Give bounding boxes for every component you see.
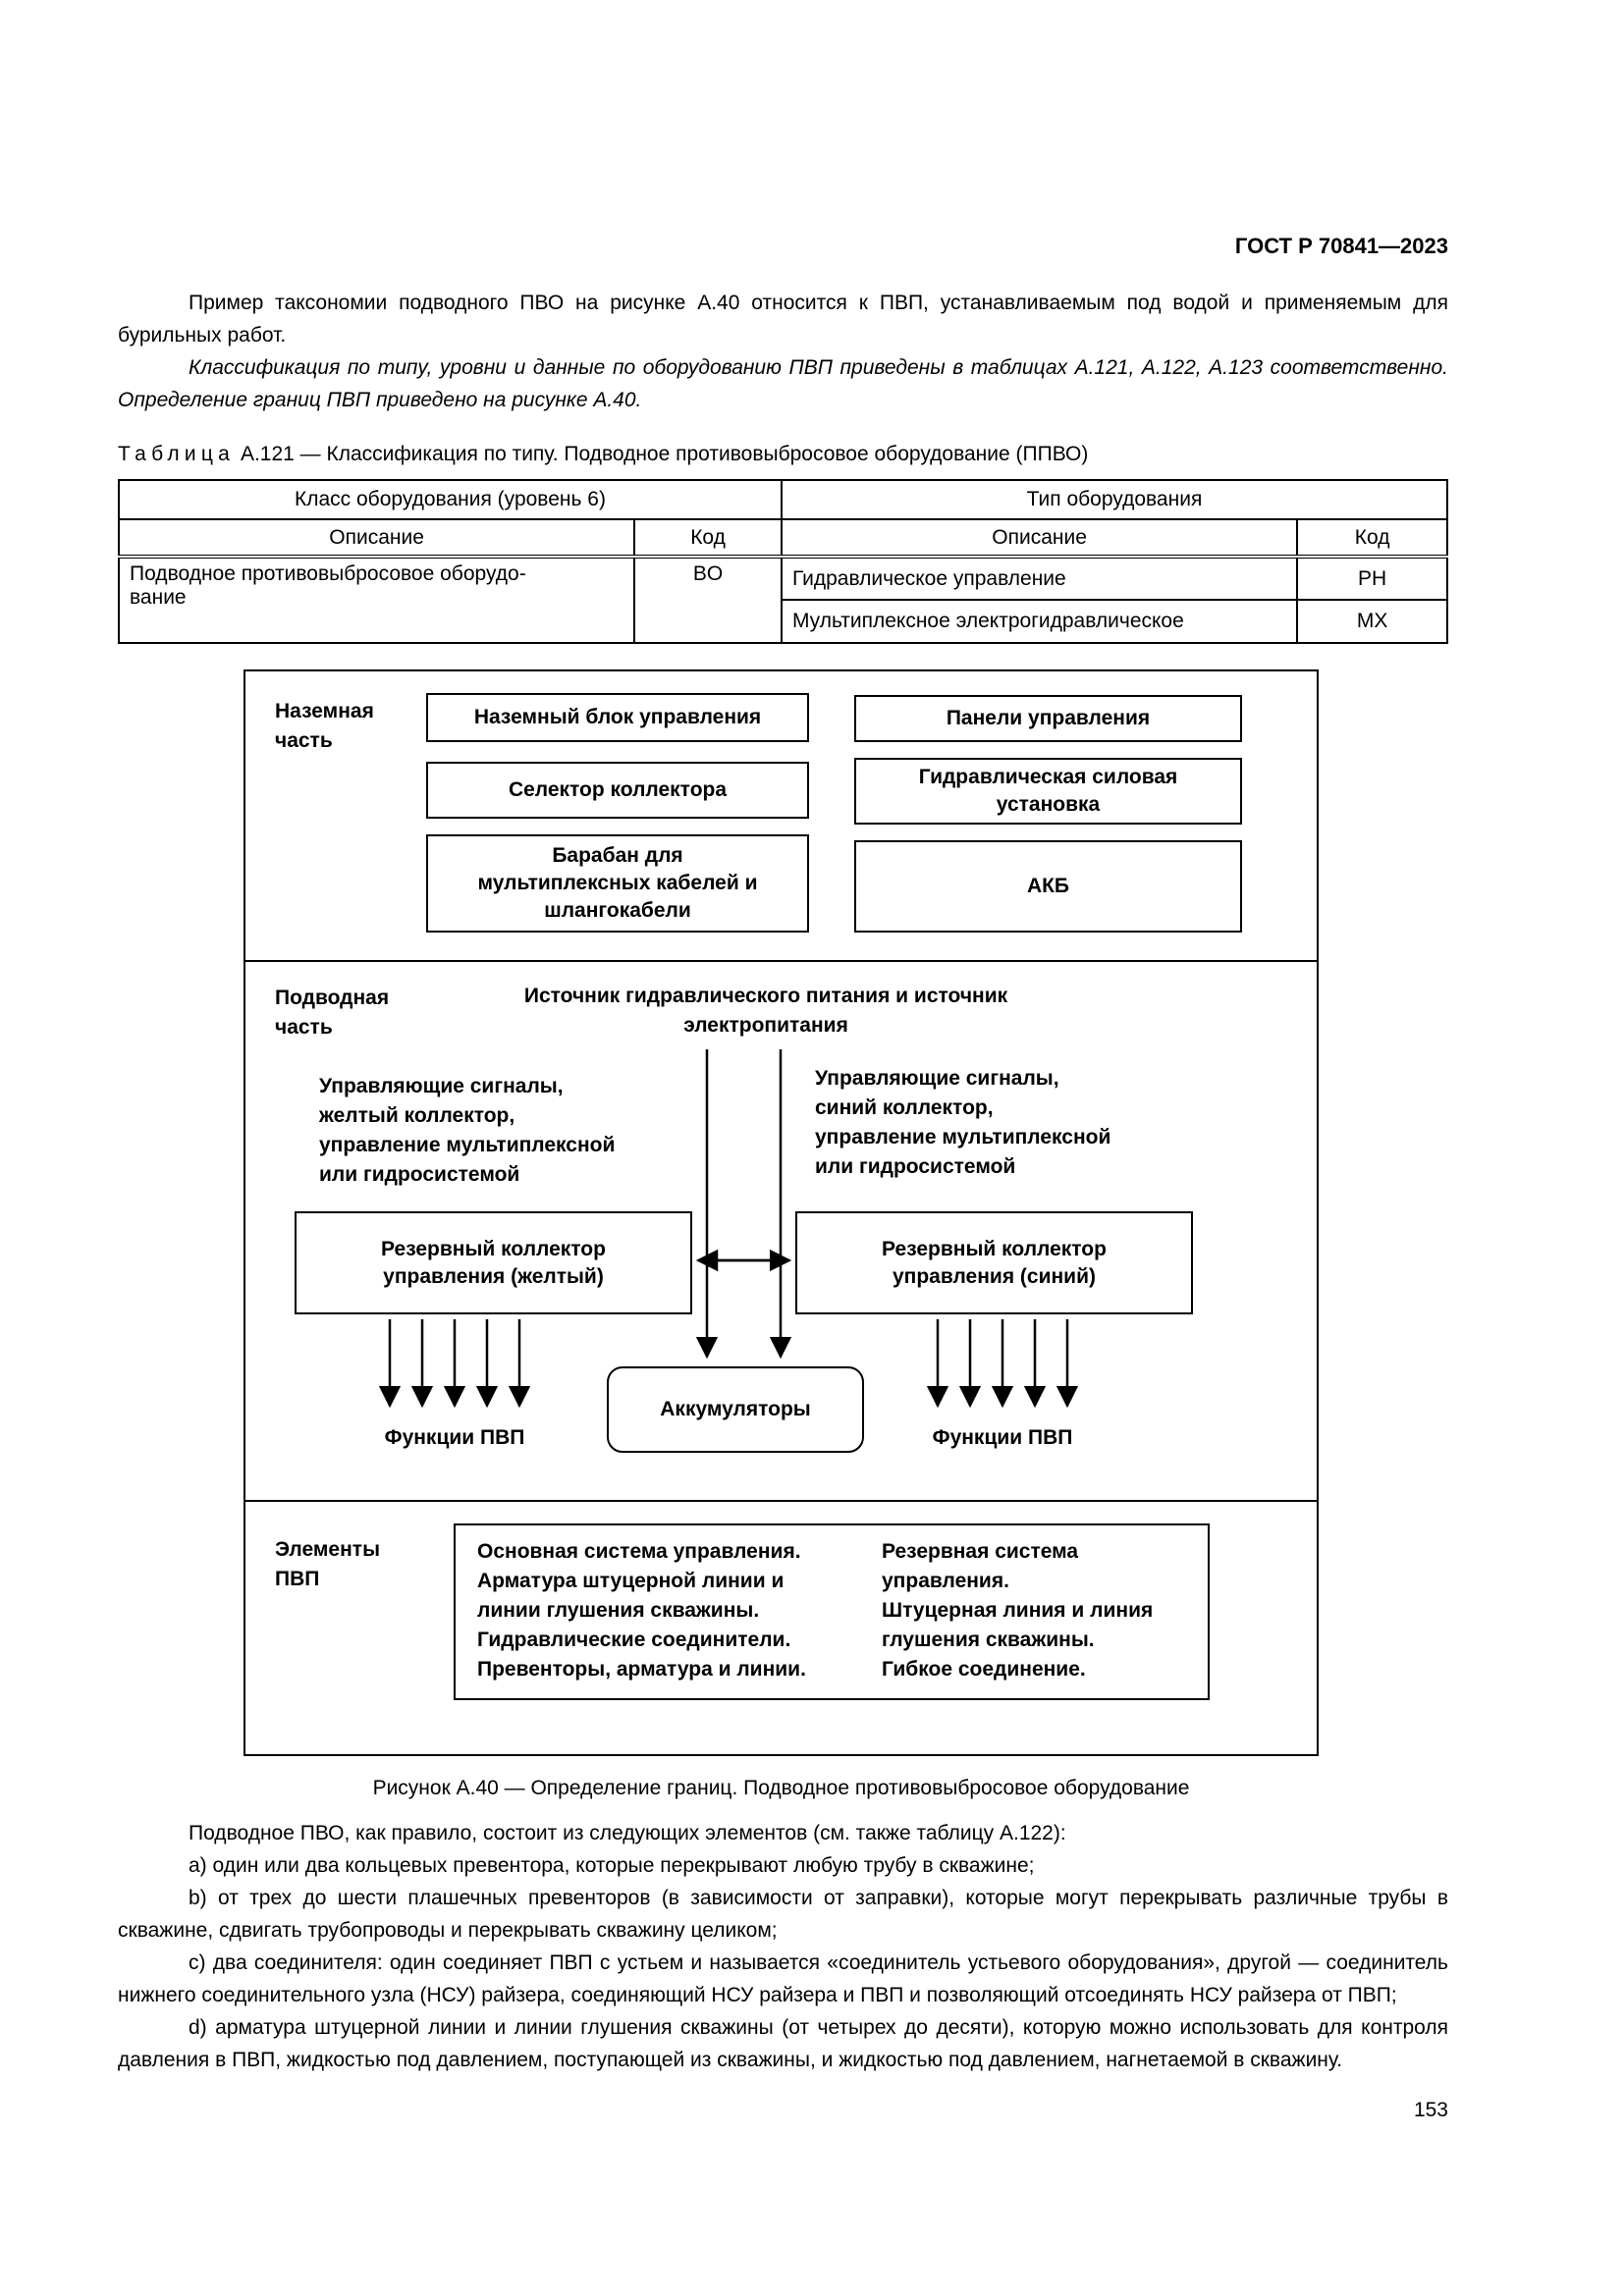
table-group-header-type: Тип оборудования — [780, 479, 1449, 520]
subsea-section-label: Подводная часть — [275, 987, 390, 1039]
list-item-b: b) от трех до шести плашечных превенторо… — [118, 1887, 1448, 1942]
doc-header: ГОСТ Р 70841—2023 — [1234, 234, 1448, 258]
cell-type-code-1: PH — [1296, 556, 1448, 601]
akb-box: АКБ — [854, 840, 1242, 933]
list-item-a: a) один или два кольцевых превентора, ко… — [189, 1854, 1035, 1877]
table-subheader-code-2: Код — [1296, 518, 1448, 559]
accumulators-box: Аккумуляторы — [607, 1366, 864, 1453]
intro-paragraph-1: Пример таксономии подводного ПВО на рису… — [118, 292, 1448, 347]
surface-section-label: Наземная часть — [275, 700, 374, 752]
figure-a40-frame: Наземная часть Наземный блок управления … — [244, 669, 1319, 1756]
table-caption: Таблица А.121 — Классификация по типу. П… — [118, 442, 1448, 467]
table-subheader-desc-2: Описание — [780, 518, 1299, 559]
bop-elements-box: Основная система управления. Арматура шт… — [454, 1523, 1210, 1700]
cell-type-description-1: Гидравлическое управление — [780, 556, 1299, 601]
elements-primary-text: Основная система управления. Арматура шт… — [477, 1540, 806, 1681]
table-row: Мультиплексное электрогидравлическое MX — [119, 599, 1448, 644]
elements-section-label: Элементы ПВП — [275, 1538, 380, 1590]
power-source-text: Источник гидравлического питания и источ… — [523, 985, 1008, 1037]
table-caption-text: — Классификация по типу. Подводное проти… — [299, 443, 1089, 465]
cell-class-code: BO — [633, 556, 783, 644]
intro-paragraph-2: Классификация по типу, уровни и данные п… — [118, 356, 1448, 411]
table-row: Подводное противовыбросовое оборудо- ван… — [117, 556, 1448, 644]
backup-pod-blue-box: Резервный коллектор управления (синий) — [795, 1211, 1193, 1314]
table-caption-word: Таблица — [118, 443, 236, 465]
body-text-block: Подводное ПВО, как правило, состоит из с… — [118, 1817, 1448, 2076]
manifold-selector-box: Селектор коллектора — [426, 762, 809, 819]
bop-functions-label-right: Функции ПВП — [932, 1426, 1073, 1449]
multiplex-cable-drum-box: Барабан для мультиплексных кабелей и шла… — [426, 834, 809, 933]
cell-type-code-2: MX — [1296, 599, 1448, 644]
cell-class-description: Подводное противовыбросовое оборудо- ван… — [117, 556, 636, 644]
control-panels-box: Панели управления — [854, 695, 1242, 742]
hydraulic-power-unit-box: Гидравлическая силовая установка — [854, 758, 1242, 825]
body-lead-paragraph: Подводное ПВО, как правило, состоит из с… — [189, 1822, 1066, 1844]
table-group-header-class: Класс оборудования (уровень 6) — [118, 479, 783, 520]
table-caption-number: А.121 — [240, 443, 295, 465]
classification-table: Класс оборудования (уровень 6) Тип обору… — [117, 479, 1449, 644]
figure-caption: Рисунок А.40 — Определение границ. Подво… — [372, 1777, 1190, 1799]
backup-pod-yellow-box: Резервный коллектор управления (желтый) — [295, 1211, 692, 1314]
list-item-d: d) арматура штуцерной линии и линии глуш… — [118, 2016, 1448, 2071]
elements-backup-text: Резервная система управления. Штуцерная … — [882, 1540, 1154, 1681]
surface-control-unit-box: Наземный блок управления — [426, 693, 809, 742]
list-item-c: c) два соединителя: один соединяет ПВП с… — [118, 1951, 1448, 2006]
table-subheader-desc-1: Описание — [117, 518, 636, 559]
yellow-pod-signals-text: Управляющие сигналы, желтый коллектор, у… — [319, 1075, 616, 1186]
bop-functions-label-left: Функции ПВП — [384, 1426, 525, 1449]
blue-pod-signals-text: Управляющие сигналы, синий коллектор, уп… — [815, 1067, 1111, 1178]
cell-type-description-2: Мультиплексное электрогидравлическое — [780, 599, 1299, 644]
table-subheader-code-1: Код — [633, 518, 783, 559]
page-number: 153 — [1413, 2099, 1448, 2121]
